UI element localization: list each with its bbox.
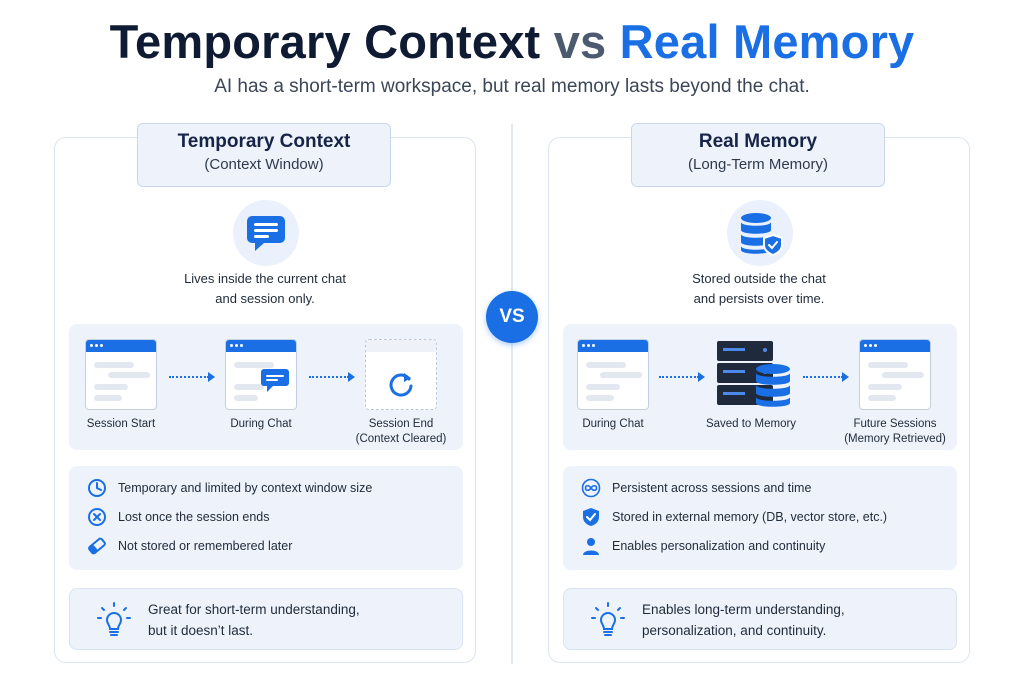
temporary-facts-list: Temporary and limited by context window … [69, 466, 463, 570]
flow-arrow [659, 372, 705, 382]
flow-label-future-sessions: Future Sessions(Memory Retrieved) [844, 418, 946, 445]
future-sessions-window [859, 339, 931, 410]
title-vs: vs [553, 15, 607, 68]
page-subtitle: AI has a short-term workspace, but real … [214, 76, 810, 97]
fact-item: Persistent across sessions and time [581, 478, 811, 498]
memory-description: Stored outside the chat and persists ove… [692, 271, 826, 306]
fact-item: Temporary and limited by context window … [87, 478, 372, 498]
header-subtitle: (Context Window) [204, 156, 324, 173]
flow-label-session-start: Session Start [86, 418, 156, 430]
title-left: Temporary Context [109, 15, 541, 68]
lightbulb-icon [591, 602, 625, 636]
flow-label-during-chat: During Chat [582, 418, 644, 430]
header-subtitle: (Long-Term Memory) [687, 156, 829, 173]
real-memory-header: Real Memory (Long-Term Memory) [631, 123, 885, 187]
fact-item: Not stored or remembered later [87, 536, 292, 556]
eraser-icon [87, 536, 107, 556]
temporary-context-header: Temporary Context (Context Window) [137, 123, 391, 187]
flow-arrow [169, 372, 215, 382]
lightbulb-icon [97, 602, 131, 636]
temporary-context-panel: Temporary Context (Context Window) Lives… [54, 123, 476, 663]
during-chat-window [577, 339, 649, 410]
database-shield-icon [727, 200, 793, 266]
chat-bubble-icon [261, 369, 289, 392]
temporary-summary: Great for short-term understanding, but … [69, 588, 463, 650]
server-database-icon [713, 339, 803, 410]
flow-label-session-end: Session End(Context Cleared) [355, 418, 447, 445]
session-end-window [365, 339, 437, 410]
fact-item: Stored in external memory (DB, vector st… [581, 507, 887, 527]
real-memory-panel: Real Memory (Long-Term Memory) Stored ou… [548, 123, 970, 663]
during-chat-window [225, 339, 297, 410]
vs-badge: VS [486, 291, 538, 343]
refresh-icon [389, 373, 413, 397]
header-title: Real Memory [698, 131, 818, 152]
flow-label-saved-to-memory: Saved to Memory [705, 418, 797, 430]
session-start-window [85, 339, 157, 410]
chat-bubble-icon [233, 200, 299, 266]
shield-check-icon [581, 507, 601, 527]
memory-flow: During Chat Saved to Memory [563, 324, 957, 450]
user-icon [581, 536, 601, 556]
flow-arrow [803, 372, 849, 382]
memory-facts-list: Persistent across sessions and time Stor… [563, 466, 957, 570]
flow-arrow [309, 372, 355, 382]
infinity-icon [581, 478, 601, 498]
memory-summary: Enables long-term understanding, persona… [563, 588, 957, 650]
fact-item: Lost once the session ends [87, 507, 270, 527]
header-title: Temporary Context [177, 131, 351, 152]
flow-label-during-chat: During Chat [230, 418, 292, 430]
x-circle-icon [87, 507, 107, 527]
center-divider [511, 124, 513, 664]
fact-item: Enables personalization and continuity [581, 536, 825, 556]
context-description: Lives inside the current chat and sessio… [184, 271, 346, 306]
clock-icon [87, 478, 107, 498]
page-title: Temporary Context vs Real Memory [0, 14, 1024, 69]
session-flow: Session Start During Chat [69, 324, 463, 450]
title-right: Real Memory [619, 15, 915, 68]
